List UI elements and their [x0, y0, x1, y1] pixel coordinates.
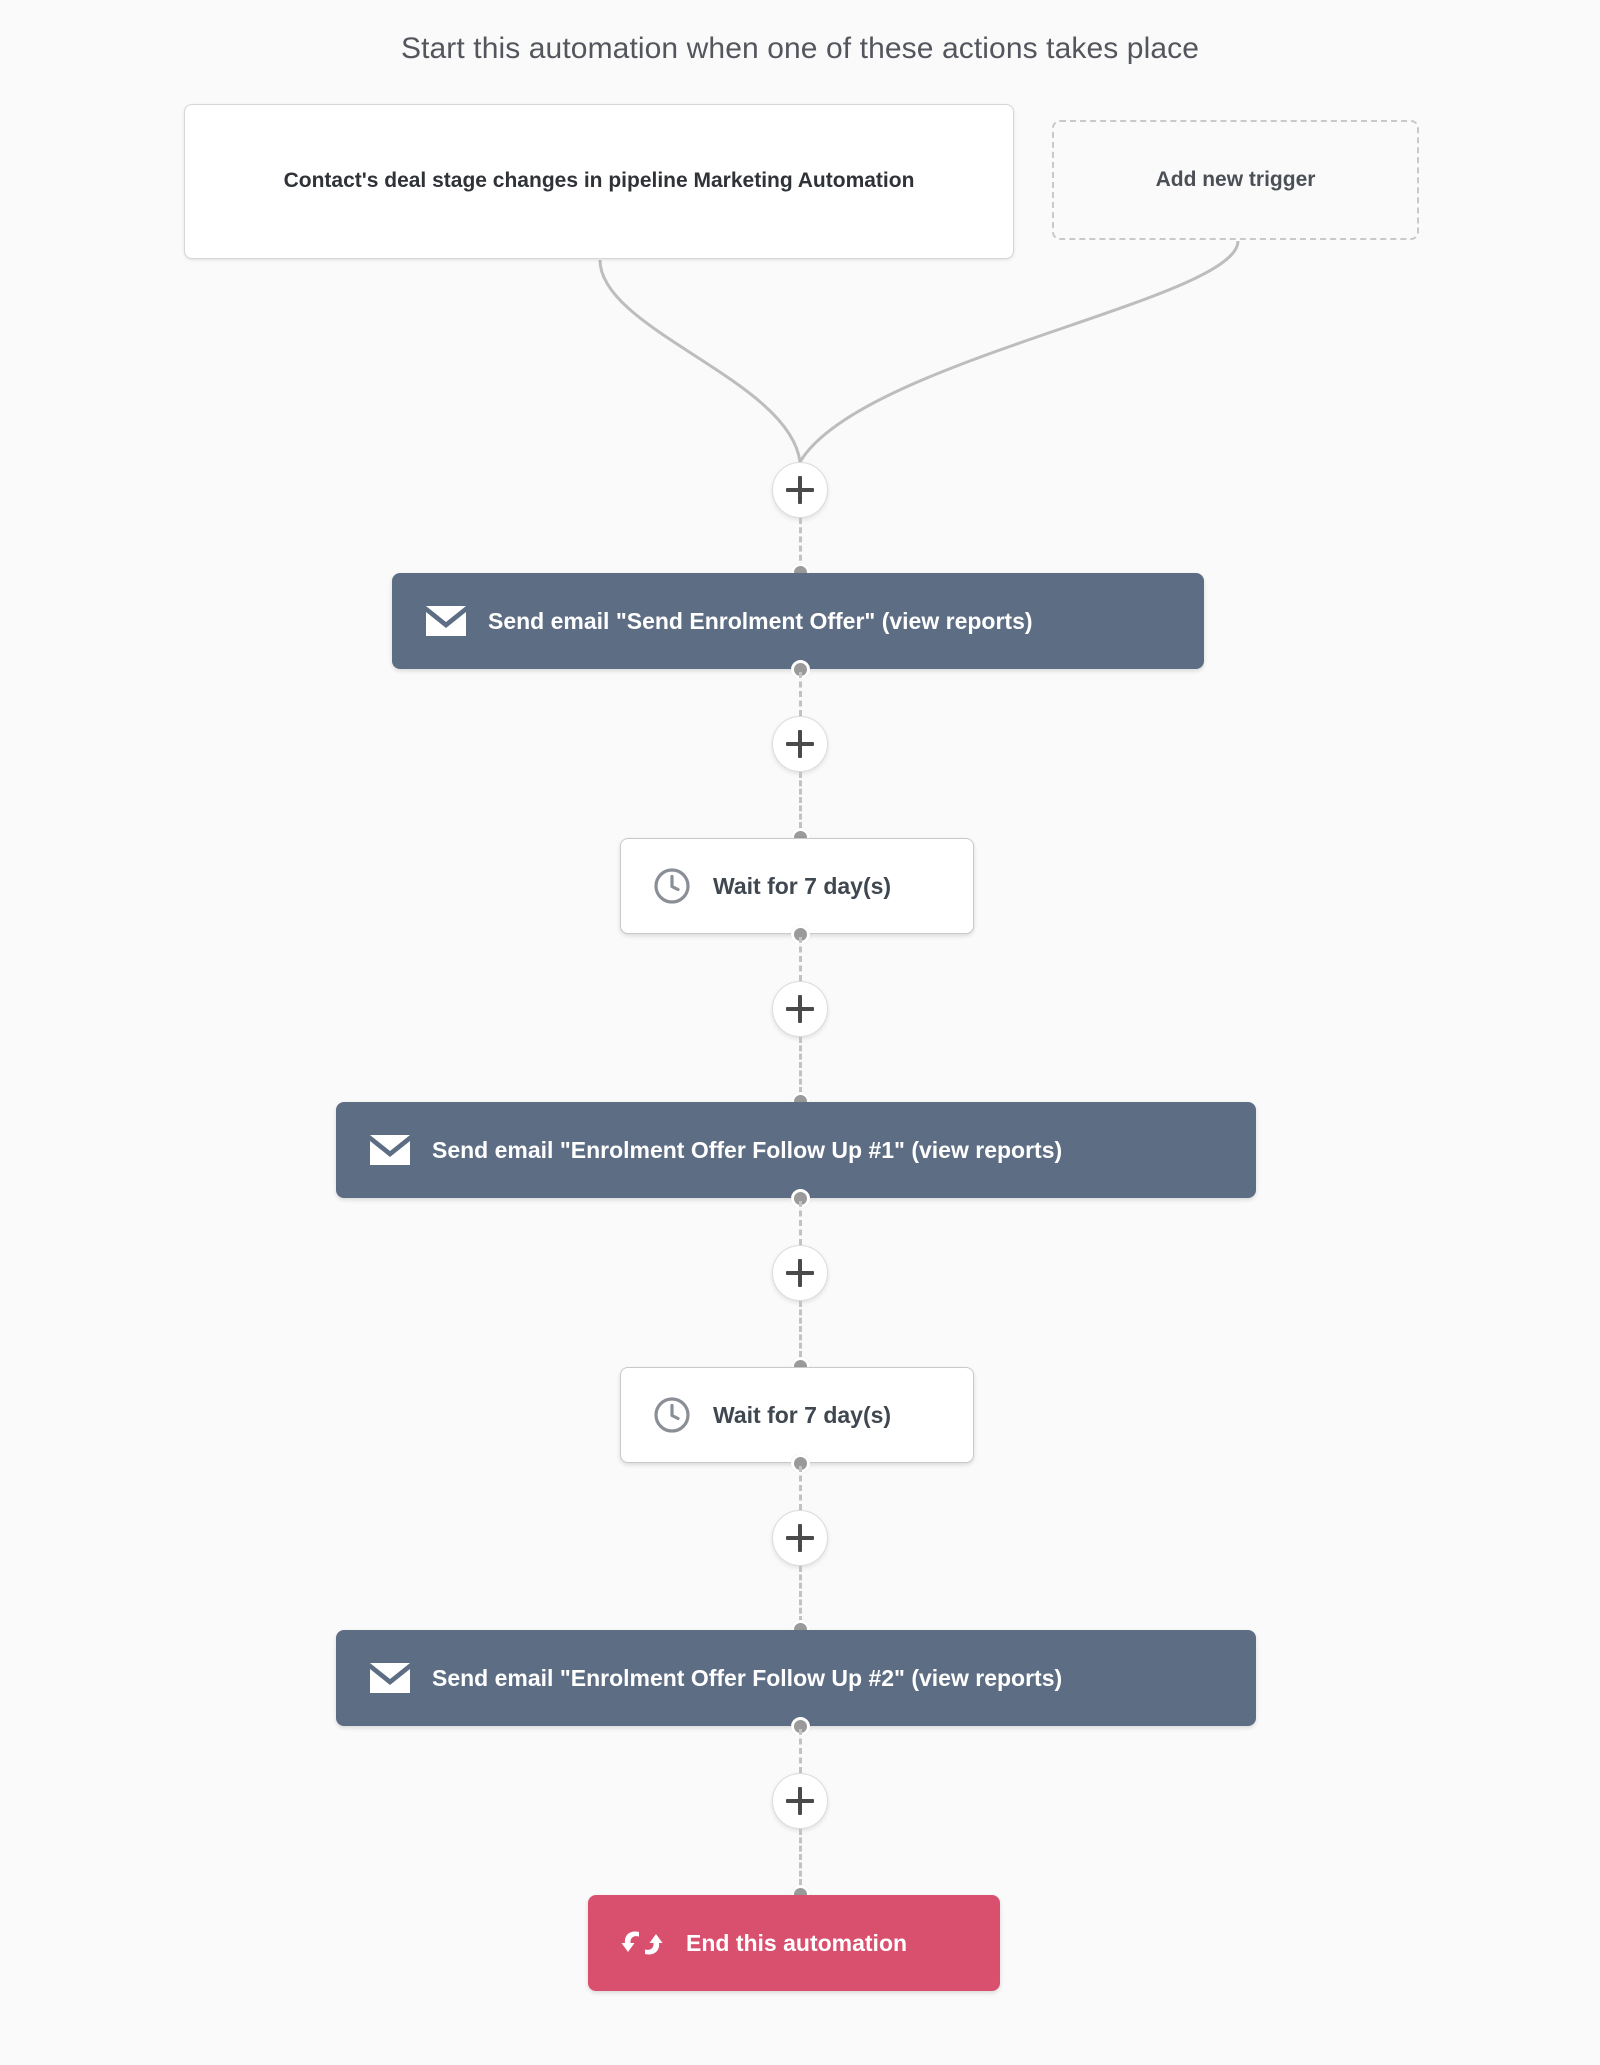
step-node-wait-2[interactable]: Wait for 7 day(s)	[620, 1367, 974, 1463]
add-new-trigger-button[interactable]: Add new trigger	[1052, 120, 1419, 240]
add-step-button-2[interactable]	[772, 716, 828, 772]
plus-icon	[786, 476, 814, 504]
connector-dashed-10	[799, 1729, 802, 1773]
connector-dashed-4	[799, 937, 802, 981]
edge-trigger-primary	[598, 259, 802, 463]
trigger-label: Contact's deal stage changes in pipeline…	[283, 169, 915, 193]
add-step-button-1[interactable]	[772, 462, 828, 518]
step-label: Send email "Enrolment Offer Follow Up #2…	[432, 1664, 1063, 1691]
connector-dashed-6	[799, 1201, 802, 1245]
plus-icon	[786, 730, 814, 758]
connector-dashed-3	[799, 772, 802, 828]
step-label: Wait for 7 day(s)	[713, 1401, 892, 1428]
add-step-button-4[interactable]	[772, 1245, 828, 1301]
add-step-button-6[interactable]	[772, 1773, 828, 1829]
connector-dashed-2	[799, 672, 802, 716]
plus-icon	[786, 1259, 814, 1287]
step-node-send-email-2[interactable]: Send email "Enrolment Offer Follow Up #1…	[336, 1102, 1256, 1198]
connector-dashed-5	[799, 1037, 802, 1093]
add-step-button-3[interactable]	[772, 981, 828, 1037]
step-label: End this automation	[686, 1929, 908, 1956]
add-step-button-5[interactable]	[772, 1510, 828, 1566]
step-node-send-email-3[interactable]: Send email "Enrolment Offer Follow Up #2…	[336, 1630, 1256, 1726]
envelope-icon	[426, 606, 466, 636]
connector-dashed-8	[799, 1466, 802, 1510]
page-title: Start this automation when one of these …	[400, 32, 1200, 65]
step-label: Wait for 7 day(s)	[713, 872, 892, 899]
plus-icon	[786, 1524, 814, 1552]
envelope-icon	[370, 1663, 410, 1693]
plus-icon	[786, 995, 814, 1023]
connector-dashed-1	[799, 518, 802, 570]
connector-dashed-7	[799, 1301, 802, 1357]
connector-dashed-11	[799, 1829, 802, 1885]
trigger-node-deal-stage[interactable]: Contact's deal stage changes in pipeline…	[184, 104, 1014, 259]
step-label: Send email "Send Enrolment Offer" (view …	[488, 607, 1033, 634]
step-label: Send email "Enrolment Offer Follow Up #1…	[432, 1136, 1063, 1163]
plus-icon	[786, 1787, 814, 1815]
edge-trigger-add	[798, 240, 1240, 463]
step-node-send-email-1[interactable]: Send email "Send Enrolment Offer" (view …	[392, 573, 1204, 669]
envelope-icon	[370, 1135, 410, 1165]
clock-icon	[653, 867, 691, 905]
end-automation-icon	[620, 1925, 664, 1961]
connector-dashed-9	[799, 1566, 802, 1622]
step-node-wait-1[interactable]: Wait for 7 day(s)	[620, 838, 974, 934]
step-node-end-automation[interactable]: End this automation	[588, 1895, 1000, 1991]
clock-icon	[653, 1396, 691, 1434]
add-trigger-label: Add new trigger	[1155, 167, 1316, 191]
